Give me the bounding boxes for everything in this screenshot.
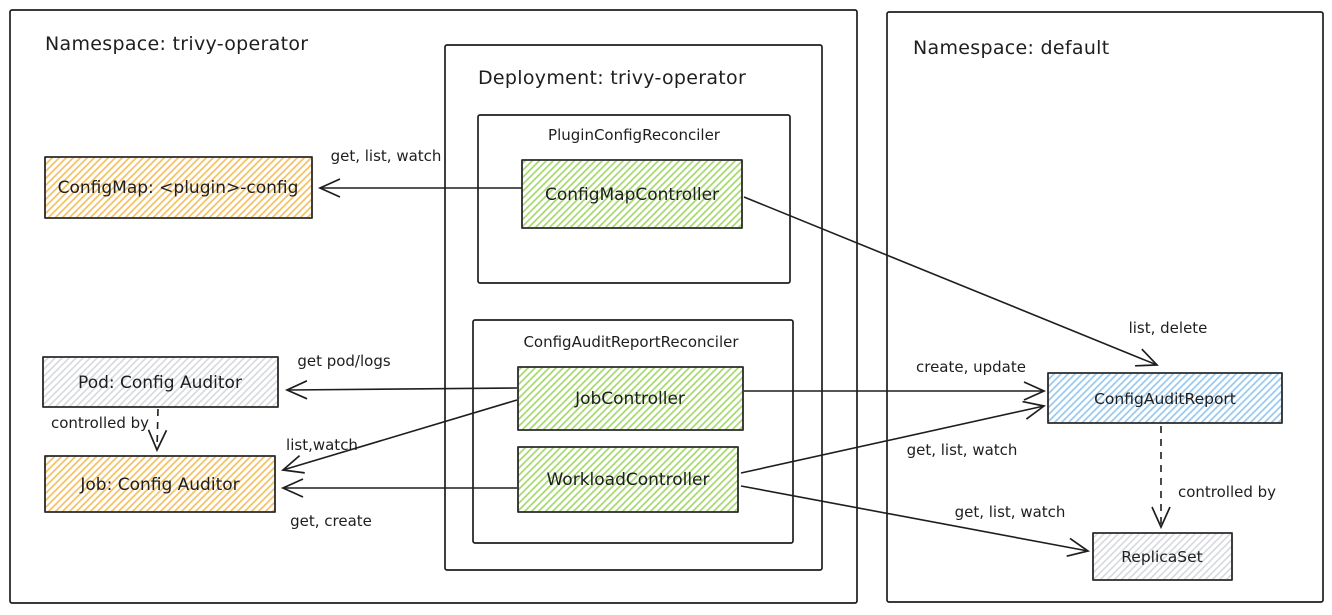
edge-label-get-pod-logs: get pod/logs (297, 352, 391, 370)
edge-configmapcontroller-to-configauditreport: list, delete (743, 196, 1208, 367)
edge-workloadcontroller-to-job: get, create (280, 478, 517, 530)
node-replicaset: ReplicaSet (1092, 532, 1233, 581)
config-audit-report-reconciler-label: ConfigAuditReportReconciler (523, 333, 739, 351)
pod-config-auditor-label: Pod: Config Auditor (78, 373, 242, 393)
edge-configauditreport-to-replicaset-controlled-by: controlled by (1151, 426, 1276, 530)
node-configauditreport: ConfigAuditReport (1047, 372, 1283, 424)
jobcontroller-label: JobController (574, 389, 685, 409)
edge-configmapcontroller-to-configmap: get, list, watch (317, 147, 522, 198)
edge-label-get-list-watch-car: get, list, watch (907, 441, 1018, 459)
edge-label-get-list-watch-rs: get, list, watch (955, 503, 1066, 521)
container-deployment-trivy-operator: Deployment: trivy-operator (444, 44, 823, 571)
namespace-default-border (886, 11, 1324, 603)
edge-label-list-delete: list, delete (1129, 319, 1208, 337)
edge-label-get-list-watch-configmap: get, list, watch (331, 147, 442, 165)
configmap-plugin-config-label: ConfigMap: <plugin>-config (58, 178, 299, 198)
edge-jobcontroller-to-job: list,watch (281, 399, 518, 474)
plugin-config-reconciler-label: PluginConfigReconciler (548, 126, 721, 144)
container-namespace-default: Namespace: default (886, 11, 1324, 603)
container-namespace-trivy-operator: Namespace: trivy-operator (9, 9, 858, 604)
config-audit-report-reconciler-border (472, 319, 794, 544)
deployment-label: Deployment: trivy-operator (478, 67, 746, 89)
node-configmap-plugin-config: ConfigMap: <plugin>-config (44, 156, 313, 219)
edge-pod-to-job-controlled-by: controlled by (51, 408, 168, 453)
node-jobcontroller: JobController (517, 366, 744, 431)
edge-label-get-create: get, create (290, 512, 372, 530)
edge-label-controlled-by-left: controlled by (51, 414, 149, 432)
edge-label-list-watch: list,watch (286, 436, 358, 454)
namespace-trivy-operator-label: Namespace: trivy-operator (45, 33, 308, 55)
container-plugin-config-reconciler: PluginConfigReconciler (477, 114, 791, 284)
replicaset-label: ReplicaSet (1121, 548, 1203, 566)
edge-label-create-update: create, update (916, 358, 1026, 376)
edge-jobcontroller-to-pod: get pod/logs (284, 352, 518, 400)
edge-workloadcontroller-to-replicaset: get, list, watch (740, 485, 1091, 557)
container-config-audit-report-reconciler: ConfigAuditReportReconciler (472, 319, 794, 544)
edge-workloadcontroller-to-configauditreport: get, list, watch (740, 400, 1047, 474)
node-pod-config-auditor: Pod: Config Auditor (42, 356, 279, 408)
job-config-auditor-label: Job: Config Auditor (79, 475, 239, 495)
namespace-default-label: Namespace: default (913, 37, 1110, 59)
workloadcontroller-label: WorkloadController (546, 470, 709, 490)
configmapcontroller-label: ConfigMapController (545, 185, 719, 205)
node-job-config-auditor: Job: Config Auditor (44, 455, 276, 513)
deployment-border (444, 44, 823, 571)
edge-label-controlled-by-right: controlled by (1178, 483, 1276, 501)
plugin-config-reconciler-border (477, 114, 791, 284)
namespace-trivy-operator-border (9, 9, 858, 604)
node-configmapcontroller: ConfigMapController (521, 159, 743, 229)
configauditreport-label: ConfigAuditReport (1094, 390, 1236, 408)
node-workloadcontroller: WorkloadController (517, 446, 739, 513)
edge-jobcontroller-to-configauditreport: create, update (744, 358, 1047, 401)
